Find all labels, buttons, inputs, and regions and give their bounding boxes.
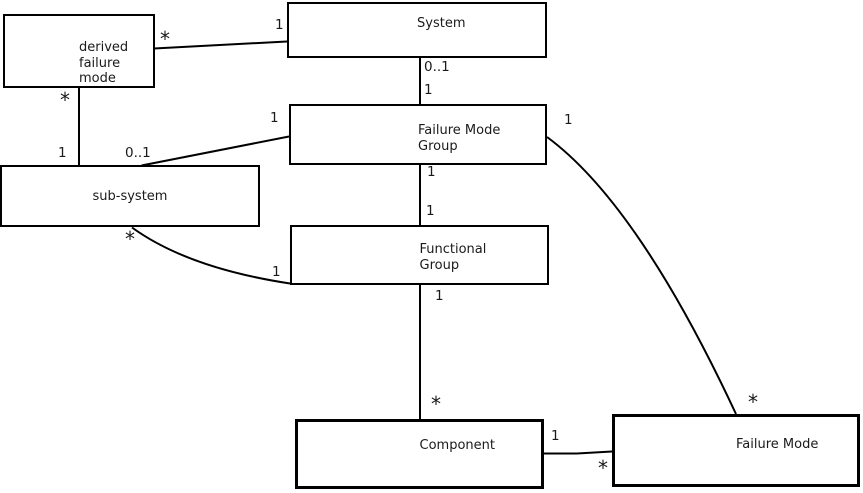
multiplicity-subsystem-fg-source: * xyxy=(125,227,135,251)
multiplicity-fmg-fm-source: 1 xyxy=(564,112,573,128)
node-system-label: System xyxy=(417,16,466,31)
node-system: System xyxy=(287,2,547,58)
node-failure-mode-label: Failure Mode xyxy=(736,437,819,452)
edge-failure-mode-group-failure-mode xyxy=(546,136,737,415)
node-failure-mode-group-label: Failure Mode Group xyxy=(418,123,501,154)
multiplicity-fmg-fm-target: * xyxy=(748,390,758,414)
edge-sub-system-functional-group xyxy=(131,226,291,285)
multiplicity-fg-component-target: * xyxy=(431,392,441,416)
node-derived-failure-mode: derived failure mode xyxy=(3,14,155,88)
multiplicity-fmg-subsystem-source: 1 xyxy=(270,110,279,126)
multiplicity-dfm-subsystem-target: 1 xyxy=(58,145,67,161)
multiplicity-system-fmg-source: 0..1 xyxy=(424,59,450,75)
node-component-label: Component xyxy=(419,438,495,453)
node-sub-system-label: sub-system xyxy=(92,189,168,204)
multiplicity-fmg-fg-target: 1 xyxy=(426,203,435,219)
node-failure-mode-group: Failure Mode Group xyxy=(289,104,547,165)
multiplicity-system-dfm-source: 1 xyxy=(275,17,284,33)
multiplicity-component-fm-source: 1 xyxy=(551,428,560,444)
multiplicity-fg-component-source: 1 xyxy=(435,288,444,304)
node-functional-group: Functional Group xyxy=(290,225,549,285)
edge-component-failure-mode xyxy=(544,450,613,455)
multiplicity-fmg-subsystem-target: 0..1 xyxy=(125,145,151,161)
node-component: Component xyxy=(295,419,544,489)
node-derived-failure-mode-label: derived failure mode xyxy=(79,40,129,86)
multiplicity-component-fm-target: * xyxy=(598,456,608,480)
node-failure-mode: Failure Mode xyxy=(612,414,860,487)
multiplicity-fmg-fg-source: 1 xyxy=(427,164,436,180)
node-functional-group-label: Functional Group xyxy=(419,242,487,273)
edge-system-derived-failure-mode xyxy=(153,40,288,50)
edge-failure-mode-group-sub-system xyxy=(141,135,290,167)
multiplicity-dfm-subsystem-source: * xyxy=(60,88,70,112)
multiplicity-system-dfm-target: * xyxy=(160,27,170,51)
multiplicity-system-fmg-target: 1 xyxy=(424,82,433,98)
node-sub-system: sub-system xyxy=(0,165,260,227)
multiplicity-subsystem-fg-target: 1 xyxy=(272,264,281,280)
